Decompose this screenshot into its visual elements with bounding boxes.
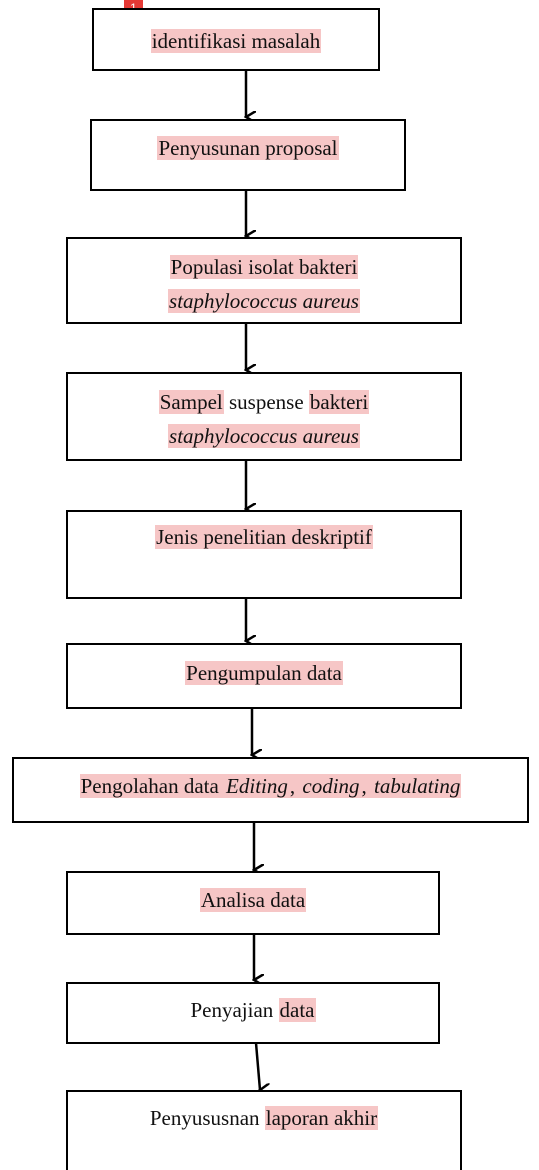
step-sampel: Sampel suspense bakteri staphylococcus a… [66,372,462,461]
step-label-plain: Penyususnan [149,1106,265,1130]
step-label-italic: Editing [225,774,289,798]
step-label: Pengumpulan data [185,661,343,685]
step-label: , [360,774,374,798]
step-label: laporan akhir [264,1106,379,1130]
step-label: Analisa data [199,888,307,912]
step-label-plain: suspense [223,390,309,414]
step-label: bakteri [308,390,370,414]
step-label-italic: tabulating [373,774,462,798]
step-jenis-penelitian: Jenis penelitian deskriptif [66,510,462,599]
step-label: Jenis penelitian deskriptif [155,525,373,549]
step-label-italic: staphylococcus aureus [168,424,360,448]
step-identifikasi-masalah: identifikasi masalah [92,8,380,71]
step-label: Penyusunan proposal [157,136,339,160]
step-label: Populasi isolat bakteri [169,255,359,279]
step-penyusunan-proposal: Penyusunan proposal [90,119,406,191]
step-analisa-data: Analisa data [66,871,440,935]
step-label: data [278,998,316,1022]
step-label: , [288,774,302,798]
step-label-plain: Penyajian [190,998,279,1022]
step-pengumpulan-data: Pengumpulan data [66,643,462,709]
step-penyusunan-laporan: Penyususnan laporan akhir [66,1090,462,1170]
arrow-9 [254,1042,260,1090]
step-label: identifikasi masalah [150,29,322,53]
step-label: Sampel [158,390,224,414]
step-label-italic: staphylococcus aureus [168,289,360,313]
step-penyajian-data: Penyajian data [66,982,440,1044]
step-label-italic: coding [301,774,361,798]
step-populasi: Populasi isolat bakteri staphylococcus a… [66,237,462,324]
step-pengolahan-data: Pengolahan data Editing, coding, tabulat… [12,757,529,823]
step-label: Pengolahan data [79,774,226,798]
